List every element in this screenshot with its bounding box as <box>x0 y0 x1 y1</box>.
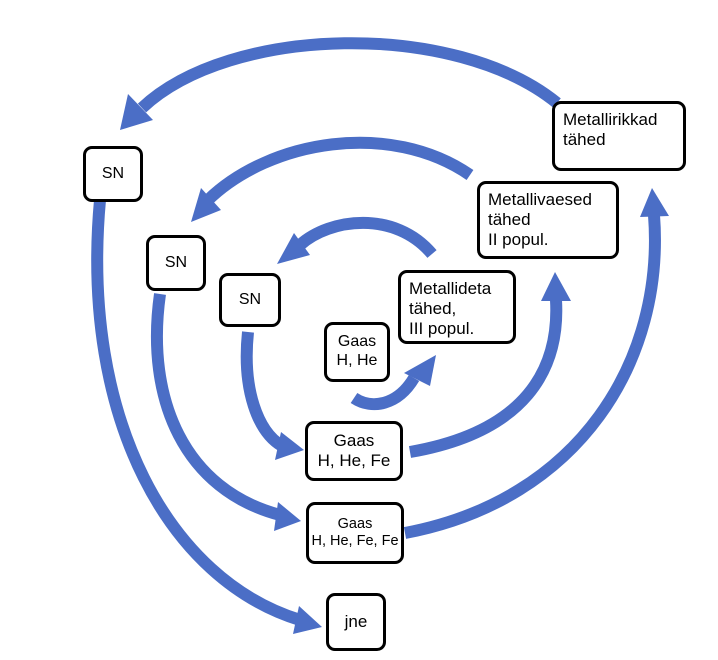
arrowhead-sn-middle <box>191 188 221 222</box>
gas-h-he-line1: Gaas <box>337 333 377 351</box>
arrow-sn-inner-to-gas-fe <box>240 331 286 452</box>
gas-h-he-line2: H, He <box>336 352 378 369</box>
arrowhead-sn-inner <box>277 233 310 264</box>
sn-inner-box: SN <box>219 273 281 327</box>
arrow-gas-fe-to-population-ii <box>408 299 563 458</box>
arrow-gas-fe-fe-to-metal-rich <box>403 214 661 539</box>
gas-h-he-fe-fe-line1: Gaas <box>337 515 373 532</box>
arrowhead-gas-fe-fe <box>274 502 301 531</box>
arrowhead-population-ii <box>541 272 571 301</box>
arrow-metal-rich-to-sn-outer <box>137 37 561 113</box>
arrowhead-gas-fe <box>275 432 304 460</box>
metal-rich-line2: tähed <box>563 130 606 150</box>
population-ii-line3: II popul. <box>488 230 549 250</box>
metal-rich-stars-box: Metallirikkad tähed <box>552 101 686 171</box>
sn-inner-label: SN <box>238 290 262 308</box>
population-iii-line1: Metallideta <box>409 279 492 298</box>
gas-h-he-box: Gaas H, He <box>324 322 390 382</box>
etc-box: jne <box>326 593 386 651</box>
arrowhead-metal-rich <box>640 188 669 217</box>
gas-h-he-fe-line1: Gaas <box>333 430 375 450</box>
gas-h-he-fe-box: Gaas H, He, Fe <box>305 421 403 481</box>
sn-middle-label: SN <box>164 253 188 271</box>
sn-outer-label: SN <box>101 164 125 182</box>
gas-h-he-fe-fe-box: Gaas H, He, Fe, Fe <box>306 502 404 564</box>
population-ii-line1: Metallivaesed <box>488 190 592 209</box>
arrow-sn-outer-to-etc <box>91 199 302 626</box>
population-iii-stars-box: Metallideta tähed, III popul. <box>398 270 516 344</box>
sn-outer-box: SN <box>83 146 143 202</box>
gas-h-he-fe-fe-line2: H, He, Fe, Fe <box>311 533 399 549</box>
sn-middle-box: SN <box>146 235 206 291</box>
arrow-population-ii-to-sn-middle <box>203 136 474 205</box>
arrowhead-population-iii <box>404 355 436 386</box>
arrow-population-iii-to-sn-inner <box>295 217 437 259</box>
population-ii-stars-box: Metallivaesed tähed II popul. <box>477 181 619 259</box>
arrowhead-etc <box>293 606 322 634</box>
population-iii-line3: III popul. <box>409 319 475 339</box>
etc-label: jne <box>344 611 368 631</box>
arrow-sn-middle-to-gas-fe-fe <box>151 293 282 521</box>
metal-rich-line1: Metallirikkad <box>563 110 658 129</box>
population-ii-line2: tähed <box>488 210 531 230</box>
arrowhead-sn-outer <box>120 94 153 130</box>
gas-h-he-fe-line2: H, He, Fe <box>317 451 391 470</box>
population-iii-line2: tähed, <box>409 299 457 319</box>
arrow-gas-to-population-iii <box>350 374 420 411</box>
